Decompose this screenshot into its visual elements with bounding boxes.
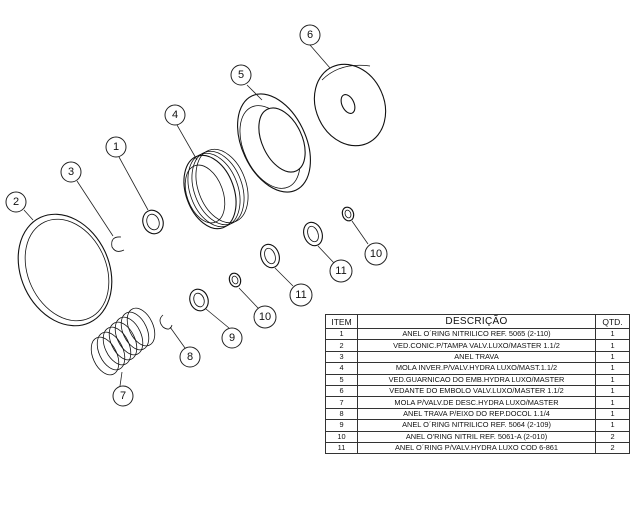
cell-item: 7 bbox=[325, 396, 358, 409]
cell-description: ANEL O´RING NITRILICO REF. 5065 (2-110) bbox=[357, 327, 596, 341]
part-5-cup-seal bbox=[237, 93, 311, 193]
part-6-piston-seal-disc bbox=[313, 63, 387, 147]
callout-2: 2 bbox=[5, 191, 27, 213]
table-header-row: ITEM DESCRIÇÃO QTD. bbox=[325, 314, 630, 329]
part-10-o-ring-upper bbox=[341, 206, 355, 222]
cell-item: 11 bbox=[325, 441, 358, 455]
cell-description: VEDANTE DO EMBOLO VALV.LUXO/MASTER 1.1/2 bbox=[357, 384, 596, 398]
svg-text:11: 11 bbox=[295, 289, 306, 301]
svg-text:7: 7 bbox=[120, 390, 126, 402]
callout-10-upper: 10 bbox=[364, 242, 388, 266]
cell-item: 9 bbox=[325, 419, 358, 432]
part-9-o-ring bbox=[189, 288, 209, 312]
cell-description: ANEL TRAVA P/EIXO DO REP.DOCOL 1.1/4 bbox=[357, 407, 596, 421]
part-10-o-ring-lower bbox=[228, 272, 242, 288]
cell-qty: 1 bbox=[595, 407, 630, 421]
cell-qty: 1 bbox=[595, 362, 630, 375]
svg-text:4: 4 bbox=[172, 109, 178, 121]
svg-text:10: 10 bbox=[259, 311, 271, 323]
part-2-conical-seal-ring bbox=[17, 213, 113, 327]
cell-item: 2 bbox=[325, 339, 358, 352]
header-item: ITEM bbox=[325, 314, 358, 329]
callout-10-lower: 10 bbox=[253, 305, 277, 329]
part-11-o-ring-lower bbox=[260, 243, 280, 269]
cell-qty: 1 bbox=[595, 373, 630, 386]
cell-description: VED.GUARNICAO DO EMB.HYDRA LUXO/MASTER bbox=[357, 373, 596, 386]
callout-5: 5 bbox=[230, 64, 252, 86]
callout-4: 4 bbox=[164, 104, 186, 126]
callout-11-lower: 11 bbox=[289, 283, 313, 307]
svg-text:10: 10 bbox=[370, 248, 382, 260]
svg-text:11: 11 bbox=[335, 265, 346, 277]
cell-description: MOLA INVER.P/VALV.HYDRA LUXO/MAST.1.1/2 bbox=[357, 362, 596, 375]
cell-qty: 1 bbox=[595, 396, 630, 409]
cell-qty: 2 bbox=[595, 430, 630, 443]
cell-qty: 1 bbox=[595, 327, 630, 341]
cell-qty: 1 bbox=[595, 384, 630, 398]
cell-description: ANEL O´RING NITRILICO REF. 5064 (2-109) bbox=[357, 419, 596, 432]
callout-8: 8 bbox=[179, 346, 201, 368]
svg-text:3: 3 bbox=[68, 166, 74, 178]
cell-description: ANEL TRAVA bbox=[357, 350, 596, 364]
cell-description: ANEL O'RING NITRIL REF. 5061-A (2-010) bbox=[357, 430, 596, 443]
svg-text:9: 9 bbox=[229, 332, 235, 344]
svg-text:1: 1 bbox=[113, 141, 119, 153]
cell-item: 8 bbox=[325, 407, 358, 421]
header-description: DESCRIÇÃO bbox=[357, 314, 596, 329]
cell-description: VED.CONIC.P/TAMPA VALV.LUXO/MASTER 1.1/2 bbox=[357, 339, 596, 352]
part-3-retaining-ring bbox=[111, 236, 125, 252]
cell-qty: 1 bbox=[595, 339, 630, 352]
part-11-o-ring-upper bbox=[303, 221, 323, 247]
part-4-inverted-spring bbox=[183, 148, 249, 230]
part-7-discharge-spring bbox=[90, 307, 156, 376]
svg-text:8: 8 bbox=[187, 351, 193, 363]
cell-description: ANEL O´RING P/VALV.HYDRA LUXO COD 6-861 bbox=[357, 441, 596, 455]
callout-6: 6 bbox=[299, 24, 321, 46]
cell-item: 6 bbox=[325, 384, 358, 398]
cell-item: 5 bbox=[325, 373, 358, 386]
callout-11-upper: 11 bbox=[329, 259, 353, 283]
part-1-o-ring bbox=[142, 209, 164, 235]
cell-item: 1 bbox=[325, 327, 358, 341]
header-qty: QTD. bbox=[595, 314, 630, 329]
cell-item: 3 bbox=[325, 350, 358, 364]
svg-text:2: 2 bbox=[13, 196, 19, 208]
cell-item: 10 bbox=[325, 430, 358, 443]
cell-qty: 2 bbox=[595, 441, 630, 455]
callout-9: 9 bbox=[221, 327, 243, 349]
svg-text:5: 5 bbox=[238, 69, 244, 81]
callout-1: 1 bbox=[105, 136, 127, 158]
callout-3: 3 bbox=[60, 161, 82, 183]
cell-qty: 1 bbox=[595, 350, 630, 364]
cell-item: 4 bbox=[325, 362, 358, 375]
callout-7: 7 bbox=[112, 385, 134, 407]
cell-qty: 1 bbox=[595, 419, 630, 432]
svg-text:6: 6 bbox=[307, 29, 313, 41]
leader-lines bbox=[23, 44, 369, 387]
cell-description: MOLA P/VALV.DE DESC.HYDRA LUXO/MASTER bbox=[357, 396, 596, 409]
